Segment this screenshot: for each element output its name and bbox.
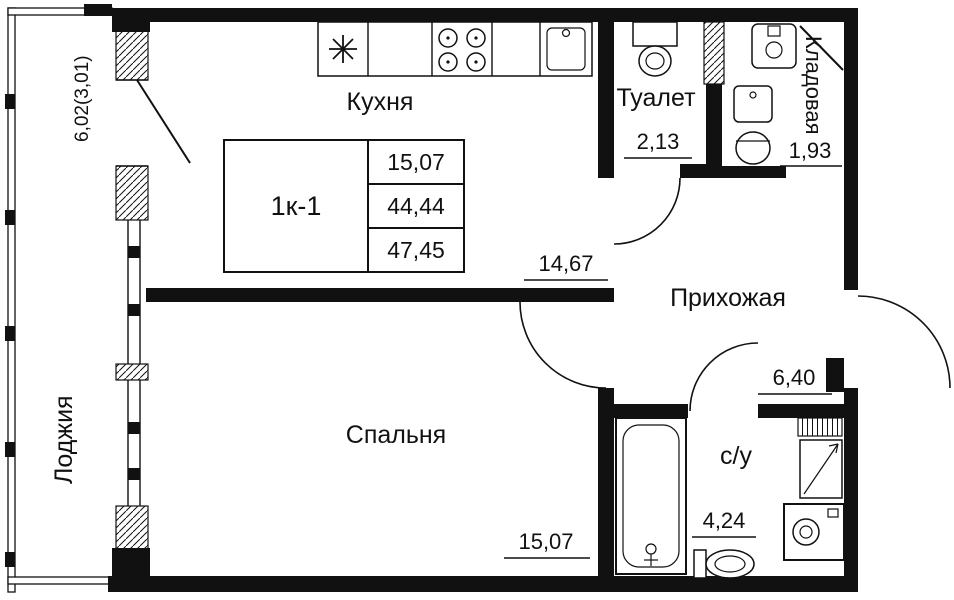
hatched-wall: [115, 363, 149, 381]
door-arcs: [519, 177, 951, 412]
hatched-wall: [115, 165, 149, 221]
bathroom-fixtures: [615, 417, 845, 579]
washbasin-icon: [751, 23, 797, 69]
toilet-area: 2,13: [637, 129, 680, 154]
main-walls: [108, 8, 858, 592]
bottom-wall: [108, 576, 858, 592]
window-mullion: [128, 304, 140, 316]
bathroom-label: с/у: [720, 442, 752, 470]
window-tick: [5, 442, 15, 457]
storage-area: 1,93: [789, 138, 832, 163]
toilet-right-wall: [706, 84, 722, 178]
bathroom-top-wall-right: [758, 404, 844, 418]
basin-icon: [735, 131, 771, 165]
entrance-pier: [826, 358, 844, 392]
storage-label: Кладовая: [801, 36, 826, 135]
kitchen-area: 14,67: [538, 251, 593, 276]
bathroom-top-wall-left: [598, 404, 688, 418]
window-mullion: [128, 246, 140, 258]
storage-door-leaf: [799, 25, 844, 71]
bathroom-area: 4,24: [703, 508, 746, 533]
kitchen-bedroom-wall: [146, 288, 614, 302]
fridge-icon: [329, 35, 357, 63]
balcony-door-leaf: [136, 79, 191, 164]
toilet-label: Туалет: [616, 84, 696, 112]
wall-pier: [84, 4, 112, 16]
loggia-bottom-wall: [7, 576, 113, 585]
window-tick: [5, 552, 15, 567]
window-tick: [5, 210, 15, 225]
labels: 6,02(3,01) Лоджия Кухня 14,67 Туалет 2,1…: [50, 36, 842, 559]
unit-label: 1к-1: [271, 191, 322, 221]
storage-bottom-wall: [722, 166, 786, 178]
loggia-outer-walls: [5, 4, 113, 593]
hatched-walls: [115, 21, 725, 551]
hatched-wall: [115, 29, 149, 81]
bedroom-right-wall: [598, 388, 614, 592]
vent-box-icon: [797, 417, 843, 437]
bedroom-door-arc: [519, 301, 607, 389]
corner-block-bottomleft: [112, 548, 150, 592]
hatched-wall: [703, 21, 725, 85]
unit-area: 44,44: [387, 193, 445, 219]
windows: [116, 79, 191, 506]
toilet-door-arc: [613, 177, 681, 245]
toilet-icon: [632, 21, 678, 77]
kitchen-label: Кухня: [347, 88, 414, 116]
info-box-outline: [223, 139, 465, 273]
hallway-label: Прихожая: [670, 284, 786, 312]
toilet-left-wall: [598, 22, 614, 178]
small-sink-icon: [733, 85, 773, 123]
sink-icon: [546, 27, 586, 71]
right-wall-lower: [844, 388, 858, 592]
unit-living-area: 15,07: [387, 149, 445, 175]
entrance-door-arc: [857, 295, 951, 389]
loggia-label: Лоджия: [50, 395, 78, 484]
unit-total-area: 47,45: [387, 237, 445, 263]
top-wall: [112, 8, 858, 22]
stove-icon: [438, 28, 486, 72]
hatched-wall: [115, 505, 149, 551]
loggia-dimension: 6,02(3,01): [72, 55, 93, 142]
bedroom-label: Спальня: [346, 421, 446, 449]
bathtub-icon: [615, 417, 687, 575]
corner-block-topleft: [112, 8, 150, 32]
window-mullion: [128, 422, 140, 434]
hallway-area: 6,40: [773, 365, 816, 390]
bedroom-area: 15,07: [518, 529, 573, 554]
storage-fixtures: [733, 23, 844, 165]
water-heater-icon: [799, 439, 843, 499]
washing-machine-icon: [783, 503, 845, 561]
bathroom-door-arc: [689, 342, 759, 412]
window-mullion: [128, 468, 140, 480]
window-tick: [5, 94, 15, 109]
right-wall-upper: [844, 8, 858, 290]
info-box: 1к-1 15,07 44,44 47,45: [223, 139, 465, 273]
wc-icon: [693, 549, 755, 579]
window-tick: [5, 326, 15, 341]
kitchen-counter: [317, 21, 593, 77]
